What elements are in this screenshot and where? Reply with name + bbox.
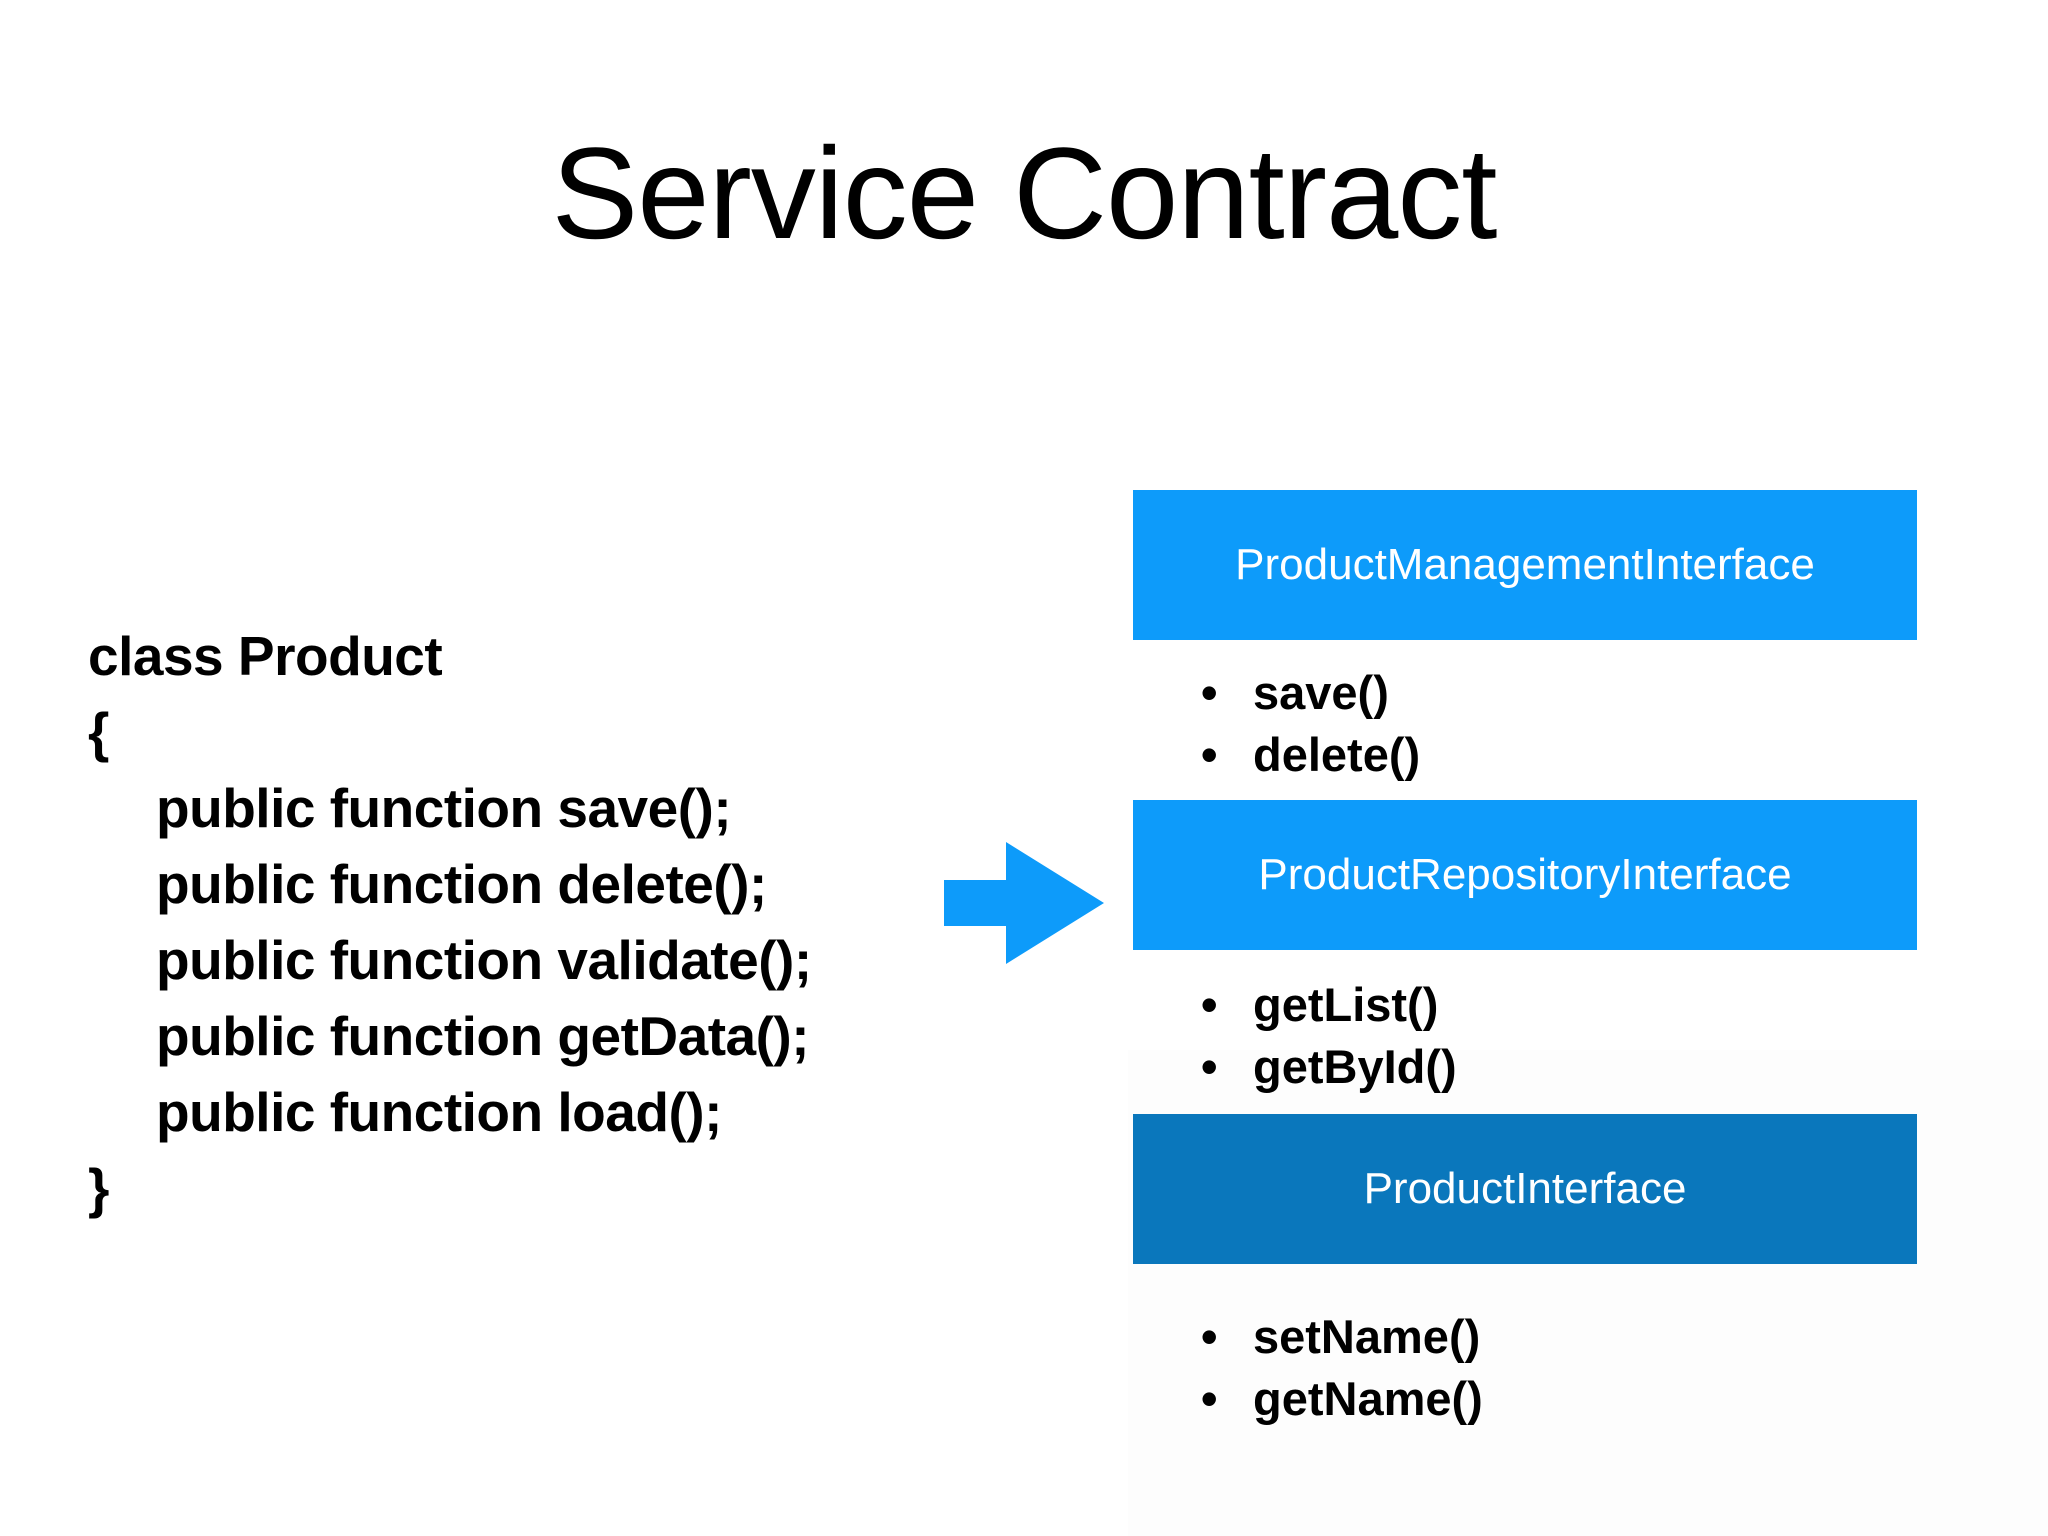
list-item: • getName() xyxy=(1133,1368,1917,1430)
method-label: getById() xyxy=(1253,1040,1457,1093)
code-line: { xyxy=(88,701,109,763)
method-label: delete() xyxy=(1253,728,1421,781)
list-item: • save() xyxy=(1133,662,1917,724)
code-line: public function delete(); xyxy=(156,853,767,915)
interface-header: ProductManagementInterface xyxy=(1133,490,1917,640)
code-line: class Product xyxy=(88,625,443,687)
method-label: save() xyxy=(1253,666,1389,719)
code-line: } xyxy=(88,1157,109,1219)
list-item: • setName() xyxy=(1133,1306,1917,1368)
code-block: class Product { public function save(); … xyxy=(88,618,968,1226)
code-line: public function load(); xyxy=(156,1081,722,1143)
interface-method-list: • save() • delete() xyxy=(1133,640,1917,800)
interface-stack: ProductManagementInterface • save() • de… xyxy=(1133,490,1917,1430)
method-label: setName() xyxy=(1253,1310,1481,1363)
interface-header: ProductInterface xyxy=(1133,1114,1917,1264)
list-item: • getById() xyxy=(1133,1036,1917,1098)
interface-header: ProductRepositoryInterface xyxy=(1133,800,1917,950)
bullet-icon: • xyxy=(1201,1310,1218,1363)
bullet-icon: • xyxy=(1201,728,1218,781)
bullet-icon: • xyxy=(1201,978,1218,1031)
bullet-icon: • xyxy=(1201,1372,1218,1425)
interface-method-list: • setName() • getName() xyxy=(1133,1264,1917,1430)
method-label: getList() xyxy=(1253,978,1439,1031)
list-item: • getList() xyxy=(1133,974,1917,1036)
bullet-icon: • xyxy=(1201,1040,1218,1093)
interface-group-product-management: ProductManagementInterface • save() • de… xyxy=(1133,490,1917,800)
interface-method-list: • getList() • getById() xyxy=(1133,950,1917,1114)
interface-group-product-repository: ProductRepositoryInterface • getList() •… xyxy=(1133,800,1917,1114)
code-line: public function validate(); xyxy=(156,929,812,991)
code-line: public function save(); xyxy=(156,777,732,839)
right-arrow-icon xyxy=(944,842,1104,964)
code-line: public function getData(); xyxy=(156,1005,810,1067)
interface-group-product: ProductInterface • setName() • getName() xyxy=(1133,1114,1917,1430)
method-label: getName() xyxy=(1253,1372,1483,1425)
bullet-icon: • xyxy=(1201,666,1218,719)
page-title: Service Contract xyxy=(551,120,1498,266)
list-item: • delete() xyxy=(1133,724,1917,786)
